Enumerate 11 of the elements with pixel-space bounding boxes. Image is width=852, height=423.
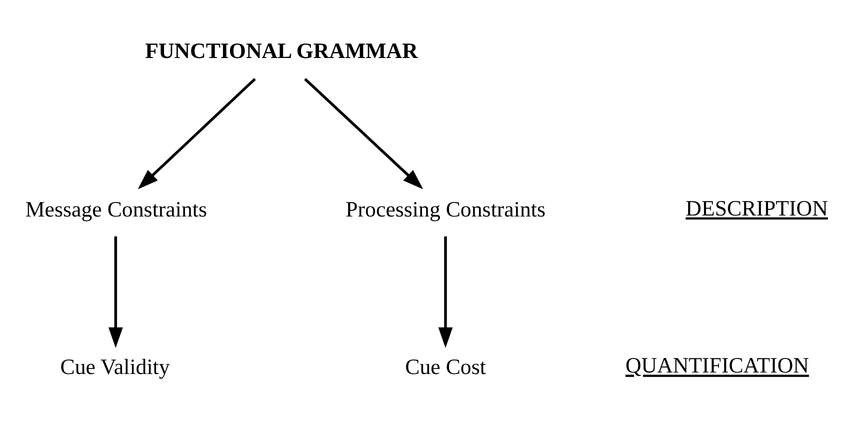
arrow: [138, 78, 256, 190]
node-text: Processing Constraints: [346, 196, 546, 222]
node-text: Message Constraints: [25, 196, 208, 222]
node-text: Cue Cost: [405, 354, 486, 380]
label: QUANTIFICATION: [625, 352, 809, 378]
arrow: [304, 78, 424, 190]
node-text: Cue Validity: [60, 354, 170, 380]
node-text: FUNCTIONAL GRAMMAR: [145, 38, 418, 63]
arrow: [438, 236, 453, 348]
arrow: [108, 236, 123, 348]
label: DESCRIPTION: [686, 195, 828, 220]
